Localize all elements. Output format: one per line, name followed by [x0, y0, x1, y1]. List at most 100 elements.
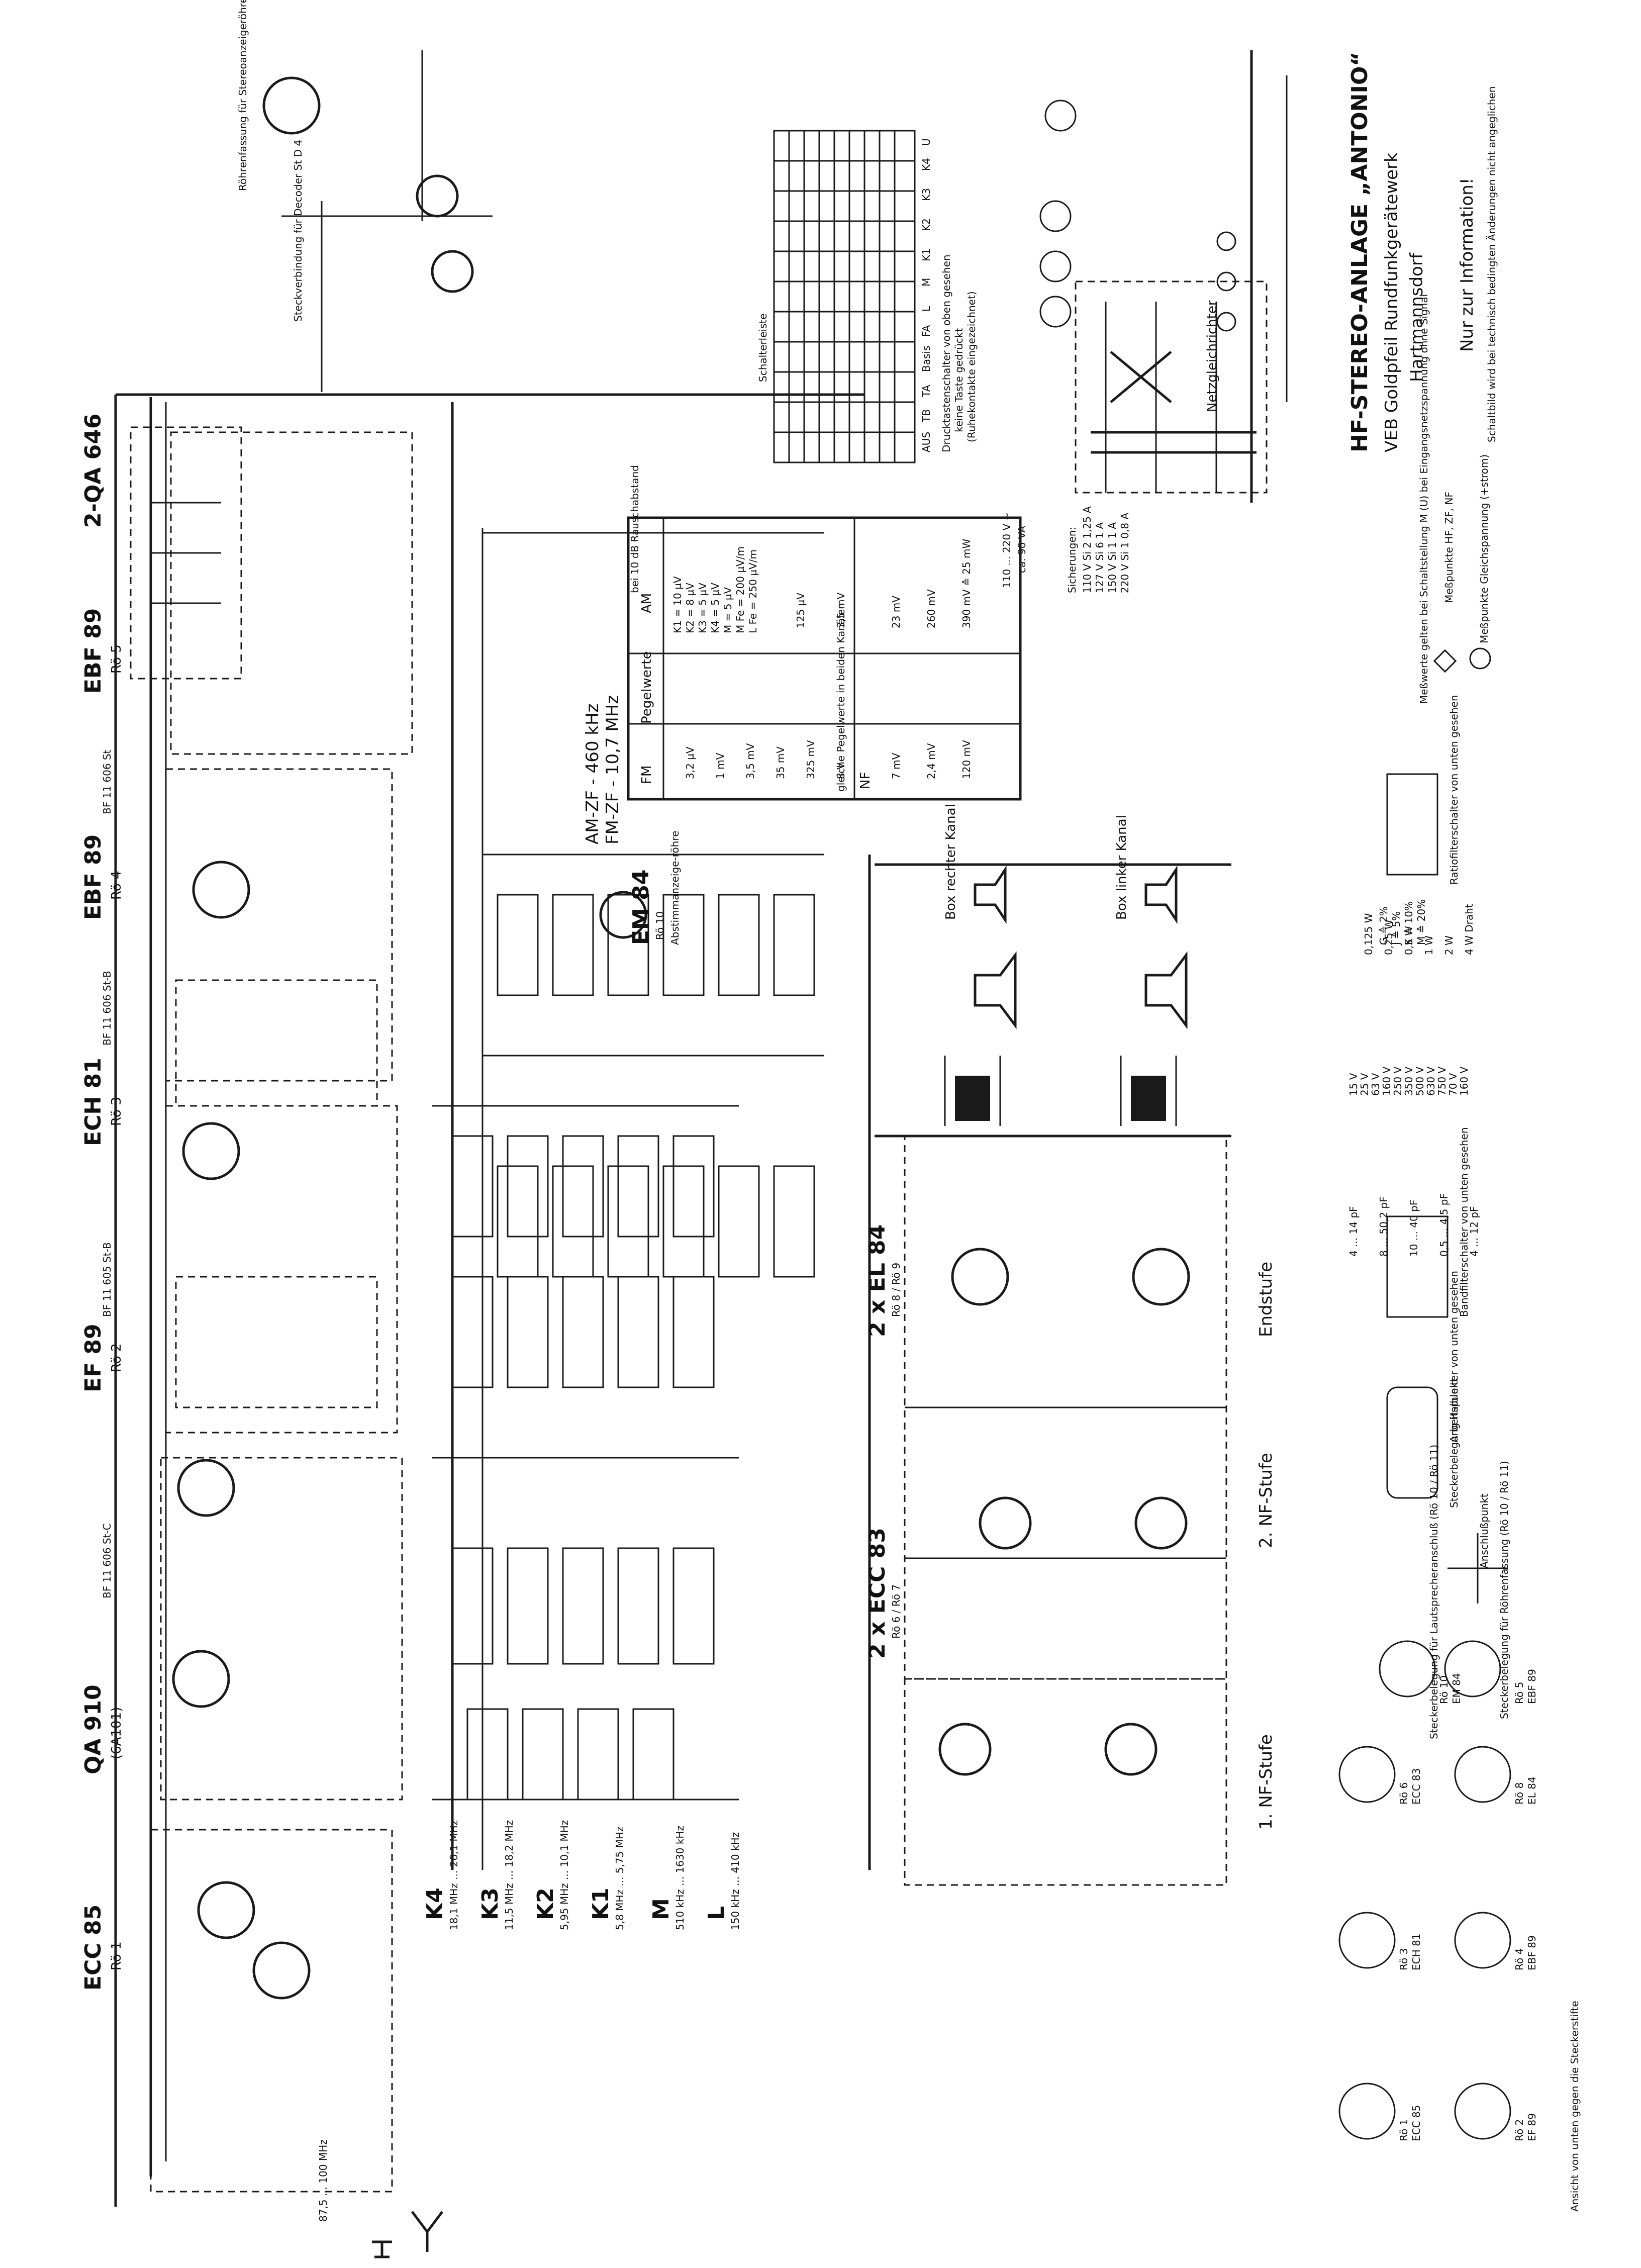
output-transformers — [944, 1056, 1177, 1126]
output-transformer-1 — [955, 1076, 990, 1121]
am-cond-5: M = 5 µV — [722, 587, 734, 633]
tube-label-ef89: EF 89 — [80, 1324, 106, 1392]
switch-hdr-aus: AUS — [920, 432, 932, 452]
cap-v-9: 750 V — [1436, 1066, 1448, 1096]
arbeitspunkt-label: Arbeitspunkt — [1448, 1378, 1460, 1443]
socket-label-ebf89: EBF 89 — [1526, 1935, 1538, 1970]
title-line2: VEB Goldpfeil Rundfunkgerätewerk — [1382, 152, 1402, 452]
socket-label-ech81: ECH 81 — [1410, 1934, 1422, 1970]
mixer-block-1 — [160, 1457, 403, 1801]
if-filter-block-2 — [175, 979, 378, 1107]
speaker-right-label: Box rechter Kanal — [943, 804, 958, 920]
cap-val-3: 10 ... 40 pF — [1408, 1200, 1420, 1257]
socket-label-ro3: Rö 3 — [1398, 1948, 1410, 1970]
cap-v-2: 25 V — [1359, 1073, 1371, 1096]
res-tol-g: G ≙ 2% — [1378, 906, 1390, 945]
socket-label-ro5: Rö 5 — [1513, 1682, 1525, 1704]
res-watt-5: 2 W — [1443, 935, 1455, 955]
cap-v-7: 500 V — [1414, 1066, 1426, 1096]
output-transformer-2 — [1131, 1076, 1166, 1121]
cap-v-8: 630 V — [1425, 1066, 1437, 1096]
switch-table: AUS TB TA Basis FA L M K1 K2 K3 K4 U Dru… — [757, 130, 978, 463]
fuses-label: Sicherungen: — [1066, 527, 1078, 593]
tube-em84-stereo — [262, 76, 321, 135]
am-cond-6: M Fe = 200 µV/m — [734, 546, 746, 633]
title-note-sub: Schaltbild wird bei technisch bedingten … — [1486, 86, 1498, 442]
if-block-2 — [170, 431, 413, 755]
band-m: M — [648, 1898, 674, 1920]
switch-hdr-ta: TA — [920, 385, 932, 398]
meter-4 — [1044, 100, 1077, 132]
socket-label-ebf89-b: EBF 89 — [1526, 1669, 1538, 1704]
socket-label-ro6: Rö 6 — [1398, 1782, 1410, 1805]
speaker-right — [974, 951, 1017, 1029]
if-block-1 — [165, 768, 393, 1082]
switch-hdr-k2: K2 — [920, 218, 932, 231]
switch-table-frame — [773, 130, 916, 463]
tube-ecc85-a — [197, 1881, 255, 1939]
meter-2 — [1039, 250, 1072, 282]
meter-3 — [1039, 296, 1072, 328]
fm-val-3: 3,5 mV — [744, 743, 756, 779]
am-val-2: 3,5 mV — [835, 592, 847, 628]
legend-cap-voltages: 15 V 25 V 63 V 160 V 250 V 350 V 500 V 6… — [1347, 1066, 1470, 1096]
tube-label-ecc85: ECC 85 — [80, 1905, 106, 1991]
ratiofilter-label: Ratiofilterschalter von unten gesehen — [1448, 695, 1460, 885]
switch-hdr-m: M — [920, 278, 932, 287]
anschlusspunkt-label: Anschlußpunkt — [1478, 1493, 1490, 1568]
am-cond-3: K3 = 5 µV — [697, 583, 709, 633]
fm-val-5: 325 mV — [805, 740, 817, 779]
filter-label-st-c: BF 11 606 St-C — [101, 1523, 113, 1598]
tube-em84 — [599, 891, 647, 939]
tube-label-qa646: 2-QA 646 — [80, 414, 106, 528]
switch-side-label: Schalterleiste — [757, 313, 769, 382]
band-k3-range: 11,5 MHz ... 18,2 MHz — [503, 1820, 515, 1930]
switch-hdr-k3: K3 — [920, 188, 932, 201]
cap-val-1: 4 ... 14 pF — [1347, 1206, 1360, 1257]
tube-label-qa910: QA 910 — [80, 1684, 106, 1774]
socket-ecc83 — [1379, 1640, 1436, 1697]
switch-table-headers: AUS TB TA Basis FA L M K1 K2 K3 K4 U — [920, 138, 932, 452]
speaker-left — [1144, 951, 1188, 1029]
switch-hdr-k4: K4 — [920, 158, 932, 171]
fm-val-4: 35 mV — [775, 746, 787, 779]
nf-am-val-1: 23 mV — [890, 596, 902, 628]
socket-note: Ansicht von unten gegen die Steckerstift… — [1569, 2001, 1581, 2212]
tube-el84-b — [1132, 1248, 1190, 1306]
switch-hdr-tb: TB — [920, 409, 932, 423]
output-tubes-el84: 2 x EL 84 — [864, 1224, 890, 1337]
em84-ref: Rö 10 — [654, 911, 666, 940]
tube-symbols — [172, 76, 647, 2000]
tube-label-row: ECC 85 QA 910 EF 89 ECH 81 EBF 89 EBF 89… — [80, 414, 124, 1991]
socket-label-ecc83: ECC 83 — [1410, 1768, 1422, 1805]
stecker-box — [1386, 1386, 1438, 1499]
band-labels: K4 18,1 MHz ... 26,1 MHz K3 11,5 MHz ...… — [317, 1820, 741, 2222]
ukw-block — [150, 1829, 393, 2193]
pegelwerte-footnote: gleiche Pegelwerte in beiden Kanälen — [835, 603, 847, 792]
socket-em84 — [1338, 1746, 1396, 1803]
stage-endstufe: Endstufe — [1256, 1262, 1276, 1337]
tube-el84-a — [951, 1248, 1009, 1306]
decoder-tube-label: Röhrenfassung für Stereoanzeigeröhre EM … — [237, 0, 249, 191]
tube-ebf89-a — [182, 1122, 240, 1180]
mains-label: 110 ... 220 V ~ — [1001, 512, 1013, 588]
cap-v-6: 350 V — [1403, 1066, 1415, 1096]
switch-hdr-u: U — [920, 138, 932, 146]
nf-val-2: 2,4 mV — [925, 743, 937, 779]
ground-icon — [372, 2240, 392, 2258]
socket-side-note-1: Steckerbelegung für Röhrenfassung (Rö 10… — [1498, 1461, 1510, 1719]
res-watt-3: 0,5 W — [1403, 926, 1415, 955]
mixer-block-2 — [165, 1105, 398, 1434]
meter-1 — [1039, 200, 1072, 232]
pegelwerte-snr: bei 10 dB Rauschabstand — [629, 465, 641, 593]
tube-qa646-a — [416, 174, 459, 218]
if-note-am: AM-ZF - 460 kHz — [583, 704, 603, 844]
socket-label-ef89: EF 89 — [1526, 2113, 1538, 2141]
switch-hdr-fa: FA — [920, 325, 932, 337]
band-k4: K4 — [422, 1887, 448, 1920]
nf-am-val-3: 390 mV ≙ 25 mW — [960, 539, 973, 628]
antenna-symbols — [372, 2211, 443, 2258]
band-k1-range: 5,8 MHz ... 5,75 MHz — [614, 1827, 626, 1930]
audio-input-block — [904, 1678, 1227, 1886]
tube-sockets: Rö 1 ECC 85 Rö 2 EF 89 Rö 3 ECH 81 Rö 4 … — [1338, 1445, 1581, 2212]
